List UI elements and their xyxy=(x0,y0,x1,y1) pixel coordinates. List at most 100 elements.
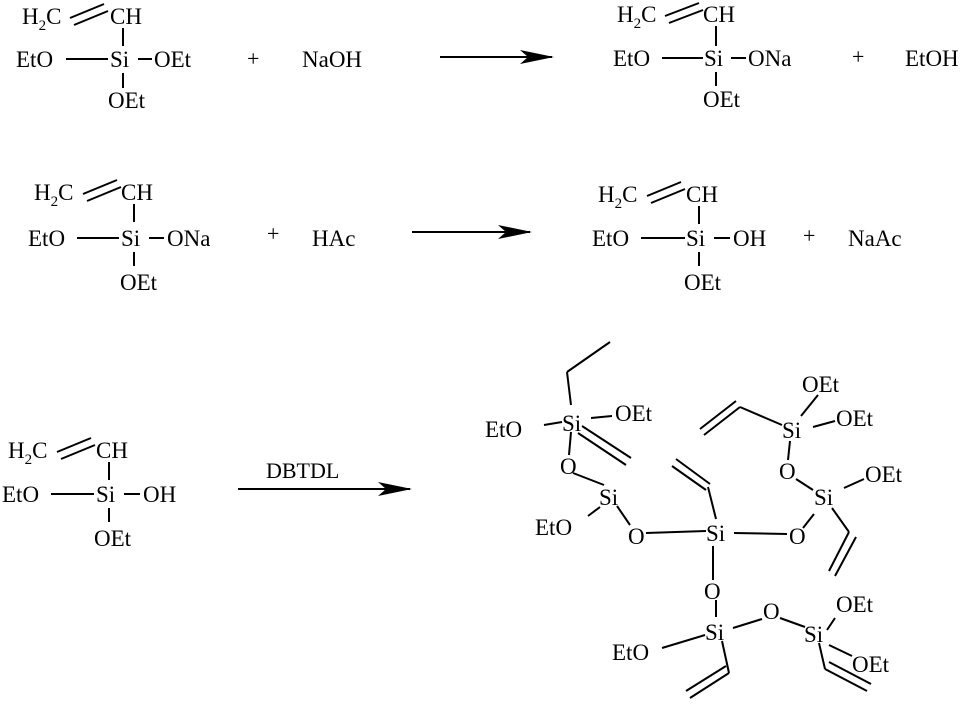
vinyl-h2c-label: H2C xyxy=(8,438,47,468)
vinyl-bond xyxy=(675,458,711,485)
si-o-bond xyxy=(645,530,707,534)
product-sodium-silanolate: H2C CH EtO Si ONa OEt xyxy=(613,2,791,112)
ethoxy-left-label: EtO xyxy=(16,47,53,72)
ethoxy-bottom-label: OEt xyxy=(120,270,158,295)
si-o-bond xyxy=(732,618,763,629)
si-o-bond xyxy=(828,644,853,657)
vinyl-ch-label: CH xyxy=(96,438,128,463)
reactant-sodium-silanolate: H2C CH EtO Si ONa OEt xyxy=(28,179,210,295)
ethoxy-label: OEt xyxy=(615,401,653,426)
plus-sign: + xyxy=(267,221,279,246)
ethoxy-left-label: EtO xyxy=(28,226,65,251)
vinyl-bond xyxy=(689,672,730,699)
ethanol-label: EtOH xyxy=(905,46,959,71)
product-silanol: H2C CH EtO Si OH OEt xyxy=(592,181,766,295)
vinyl-double-bond-a xyxy=(69,3,105,19)
silicon-label: Si xyxy=(110,47,129,72)
vinyl-double-bond-a xyxy=(56,437,92,453)
vinyl-bond xyxy=(721,640,730,674)
si-o-bond xyxy=(616,505,631,526)
silicon-label: Si xyxy=(814,485,833,510)
silicon-label: Si xyxy=(782,418,801,443)
reaction-3: H2C CH EtO Si OH OEt DBTDL xyxy=(2,341,903,699)
vinyl-ch-label: CH xyxy=(686,182,718,207)
ethoxy-label: OEt xyxy=(836,406,874,431)
ethoxy-label: EtO xyxy=(535,515,572,540)
vinyl-double-bond-b xyxy=(60,444,96,460)
ethoxy-label: EtO xyxy=(612,640,649,665)
si-o-bond xyxy=(812,420,836,428)
reactant-vinyltriethoxysilane: H2C CH EtO Si OEt OEt xyxy=(16,3,192,113)
reaction-1: H2C CH EtO Si OEt OEt + NaOH H2C CH EtO … xyxy=(16,2,959,113)
dbtdl-catalyst-label: DBTDL xyxy=(266,458,339,483)
si-o-bond xyxy=(826,617,836,631)
si-o-bond xyxy=(543,421,563,426)
vinyl-bond xyxy=(739,406,783,426)
si-o-bond xyxy=(779,617,806,628)
ethoxy-bottom-label: OEt xyxy=(684,270,722,295)
oxygen-label: O xyxy=(779,459,796,484)
vinyl-double-bond-b xyxy=(73,10,109,26)
vinyl-double-bond-b xyxy=(650,188,686,204)
hydroxyl-label: OH xyxy=(143,482,176,507)
vinyl-h2c-label: H2C xyxy=(598,182,637,212)
vinyl-bond xyxy=(699,400,737,430)
ethoxy-bottom-label: OEt xyxy=(703,87,741,112)
ethoxy-left-label: EtO xyxy=(2,482,39,507)
vinyl-bond xyxy=(685,665,727,692)
silicon-label: Si xyxy=(686,226,705,251)
vinyl-bond xyxy=(581,425,632,459)
si-o-bond xyxy=(787,440,791,461)
sodium-oxide-label: ONa xyxy=(167,226,210,251)
si-o-bond xyxy=(733,532,788,535)
ethoxy-label: OEt xyxy=(852,652,890,677)
ethoxy-bottom-label: OEt xyxy=(94,526,132,551)
si-o-bond xyxy=(800,394,819,417)
vinyl-ch-label: CH xyxy=(110,4,142,29)
si-o-bond xyxy=(843,478,865,489)
plus-sign: + xyxy=(247,46,259,71)
vinyl-h2c-label: H2C xyxy=(22,4,61,34)
vinyl-bond xyxy=(828,531,850,572)
sodium-acetate-label: NaAc xyxy=(848,226,902,251)
vinyl-bond xyxy=(828,661,872,685)
vinyl-double-bond-b xyxy=(668,9,704,24)
silicon-label: Si xyxy=(599,485,618,510)
oxygen-label: O xyxy=(560,454,577,479)
si-o-bond xyxy=(661,634,706,649)
si-o-bond xyxy=(568,431,572,456)
ethoxy-right-label: OEt xyxy=(154,47,192,72)
ethoxy-label: OEt xyxy=(865,462,903,487)
plus-sign: + xyxy=(803,223,815,248)
vinyl-double-bond-a xyxy=(664,2,700,17)
oxygen-label: O xyxy=(628,524,645,549)
si-o-bond xyxy=(572,472,605,486)
oxygen-label: O xyxy=(704,579,721,604)
hydroxyl-label: OH xyxy=(733,226,766,251)
silicon-label: Si xyxy=(705,620,724,645)
siloxane-network-product: EtO Si OEt O Si EtO O Si O O Si EtO O Si… xyxy=(485,341,903,699)
silicon-label: Si xyxy=(121,226,140,251)
reaction-2: H2C CH EtO Si ONa OEt + HAc H2C CH EtO S… xyxy=(28,179,902,295)
ethoxy-label: EtO xyxy=(485,417,522,442)
sodium-hydroxide-label: NaOH xyxy=(302,47,362,72)
oxygen-label: O xyxy=(763,599,780,624)
reactant-silanol: H2C CH EtO Si OH OEt xyxy=(2,437,176,551)
ethoxy-left-label: EtO xyxy=(592,226,629,251)
vinyl-double-bond-a xyxy=(82,179,118,195)
ethoxy-label: OEt xyxy=(836,592,874,617)
silicon-label: Si xyxy=(96,482,115,507)
si-o-bond xyxy=(795,478,814,491)
plus-sign: + xyxy=(852,44,864,69)
ethoxy-bottom-label: OEt xyxy=(108,88,146,113)
si-o-bond xyxy=(587,506,601,517)
vinyl-bond xyxy=(671,465,707,491)
vinyl-bond xyxy=(824,668,868,692)
silicon-label: Si xyxy=(562,411,581,436)
silicon-label: Si xyxy=(804,622,823,647)
vinyl-bond xyxy=(566,341,611,373)
vinyl-bond xyxy=(707,486,717,520)
vinyl-bond xyxy=(831,507,850,533)
vinyl-bond xyxy=(566,371,572,406)
